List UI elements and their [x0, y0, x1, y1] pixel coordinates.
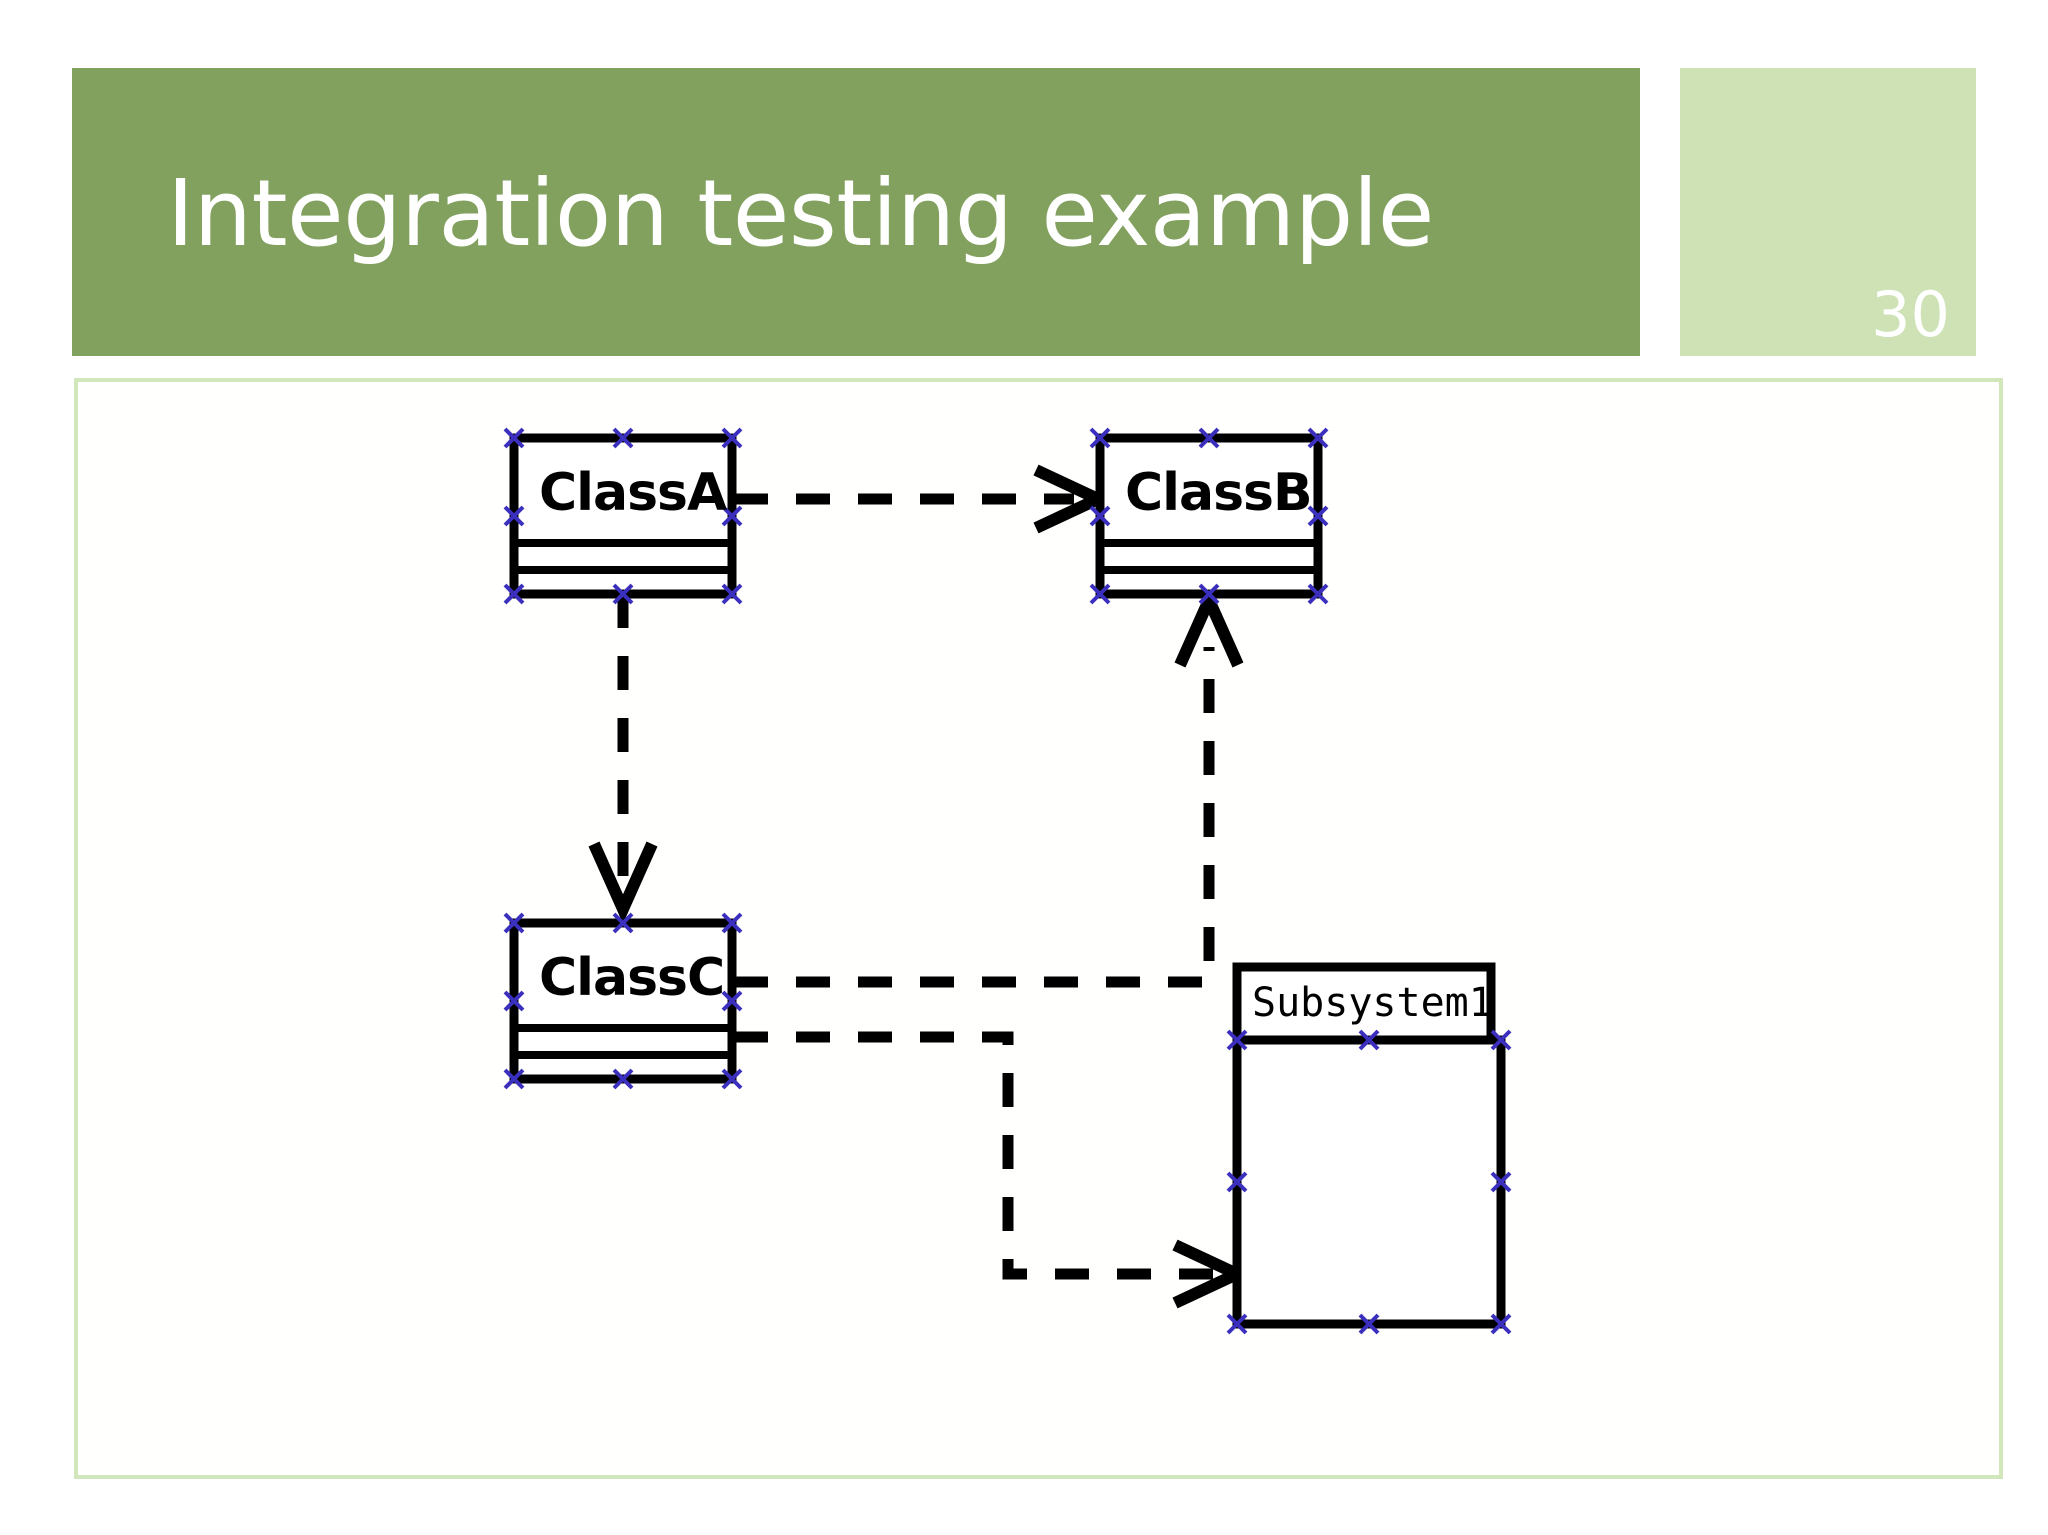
handle-group-classA[interactable]	[503, 427, 743, 605]
page-title: Integration testing example	[167, 160, 1434, 267]
title-banner: Integration testing example	[72, 68, 1640, 356]
handle-group-classC[interactable]	[503, 912, 743, 1090]
handle-group-classB[interactable]	[1089, 427, 1329, 605]
edge-classA-to-classC[interactable]	[588, 594, 658, 924]
package-body	[1232, 1035, 1506, 1329]
page-number-badge: 30	[1680, 68, 1976, 356]
class-label-classA: ClassA	[539, 463, 727, 523]
edge-line	[734, 1031, 1213, 1280]
class-label-classB: ClassB	[1125, 463, 1313, 523]
arrowhead-open-down	[588, 841, 658, 924]
edge-line	[734, 647, 1215, 988]
page-number: 30	[1871, 278, 1950, 351]
edge-classA-to-classB[interactable]	[734, 464, 1113, 534]
uml-class-node-classA[interactable]	[509, 433, 737, 599]
arrowhead-open-up	[1174, 585, 1244, 668]
diagram-svg	[503, 427, 1512, 1335]
handle-group-subsystem1[interactable]	[1226, 1029, 1512, 1335]
edge-classC-to-classB[interactable]	[734, 585, 1244, 988]
class-label-classC: ClassC	[539, 948, 725, 1008]
edge-classC-to-subsystem1[interactable]	[734, 1031, 1252, 1309]
uml-class-diagram[interactable]: ClassA ClassB ClassC Subsystem1	[78, 382, 1999, 1475]
package-label-subsystem1: Subsystem1	[1252, 980, 1493, 1026]
selection-handles[interactable]	[503, 427, 1512, 1335]
content-frame: ClassA ClassB ClassC Subsystem1	[74, 378, 2003, 1479]
